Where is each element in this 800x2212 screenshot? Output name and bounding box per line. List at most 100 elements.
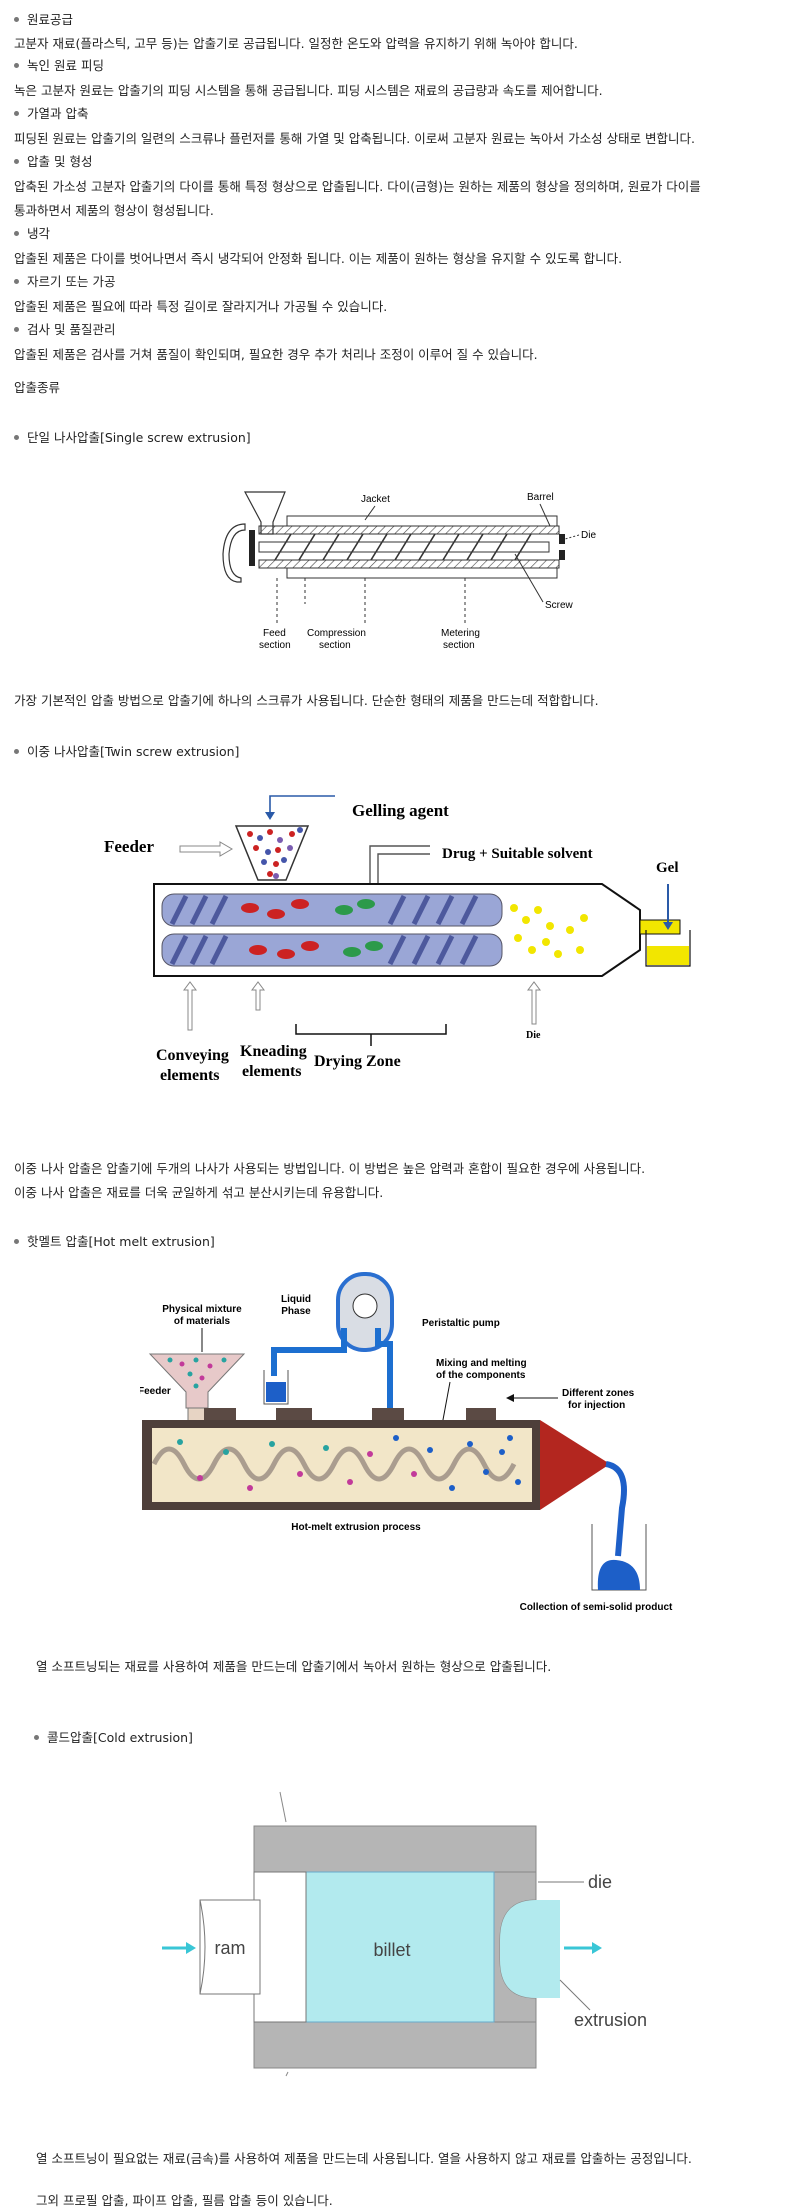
twin-screw-diagram: Gelling agent Feeder Drug + Suitable sol…	[104, 795, 691, 1084]
step-4-title: 압출 및 형성	[27, 154, 93, 169]
twin-screw-title-text: 이중 나사압출[Twin screw extrusion]	[27, 744, 240, 759]
arrowhead	[663, 922, 673, 930]
extruder-die-cone	[540, 1420, 610, 1510]
drive-plate	[249, 530, 255, 566]
step-5-title: 냉각	[27, 226, 51, 241]
twin-screw-desc-1: 이중 나사 압출은 압출기에 두개의 나사가 사용되는 방법입니다. 이 방법은…	[14, 1161, 646, 1176]
bullet-icon	[14, 279, 19, 284]
melt-particles	[177, 1435, 521, 1491]
leader-line	[564, 534, 580, 540]
arrowhead	[592, 1942, 602, 1954]
arrowhead	[506, 1394, 514, 1402]
label-feed: Feed	[263, 628, 286, 639]
feeder-arrow	[179, 841, 233, 857]
step-title: 가열과 압축	[14, 104, 88, 124]
label-ram: ram	[215, 1938, 246, 1958]
label-of-materials: of materials	[174, 1316, 231, 1327]
frame-line	[279, 1791, 287, 1823]
ram-plate	[253, 1871, 307, 2023]
label-liquid: Liquid	[281, 1294, 311, 1305]
kneading-arrow	[251, 981, 265, 1011]
bullet-icon	[14, 749, 19, 754]
label-feeder: Feeder	[104, 837, 154, 856]
step-title: 냉각	[14, 224, 50, 244]
gelling-arrow	[269, 795, 335, 816]
label-gelling-agent: Gelling agent	[352, 801, 449, 820]
step-desc: 피딩된 원료는 압출기의 일련의 스크류나 플런저를 통해 가열 및 압축됩니다…	[14, 131, 696, 146]
feeder-particles	[167, 1357, 227, 1389]
melt-stream	[605, 1461, 627, 1557]
screw-flights	[274, 533, 532, 561]
step-title: 자르기 또는 가공	[14, 272, 115, 292]
arrowhead	[186, 1942, 196, 1954]
label-die: Die	[526, 1030, 541, 1041]
label-drying-zone: Drying Zone	[314, 1053, 401, 1070]
solvent-pipe	[369, 845, 430, 884]
barrel-interior	[152, 1428, 532, 1502]
leader-line	[514, 553, 544, 603]
bullet-icon	[14, 231, 19, 236]
step-desc: 녹은 고분자 원료는 압출기의 피딩 시스템을 통해 공급됩니다. 피딩 시스템…	[14, 83, 603, 98]
label-billet: billet	[373, 1940, 410, 1960]
label-conveying: Conveying	[156, 1047, 229, 1064]
single-screw-title-text: 단일 나사압출[Single screw extrusion]	[27, 430, 251, 445]
label-metering: Metering	[441, 628, 480, 639]
twin-screw-title: 이중 나사압출[Twin screw extrusion]	[14, 742, 239, 762]
barrel-bottom	[258, 559, 560, 569]
drive-shape	[222, 523, 246, 583]
step-title: 원료공급	[14, 10, 73, 30]
arrowhead	[265, 812, 275, 820]
die-arrow	[527, 981, 541, 1025]
twin-screw-desc-2: 이중 나사 압출은 재료를 더욱 균일하게 섞고 분산시키는데 유용합니다.	[14, 1185, 384, 1200]
gel-container	[645, 930, 691, 967]
single-screw-diagram: Jacket Barrel Die Screw Feed section Com…	[222, 491, 596, 651]
section-lines	[276, 578, 466, 624]
conveying-arrow	[183, 981, 197, 1031]
solvent-pipe-inner	[377, 853, 430, 884]
leader-line	[559, 1979, 591, 2011]
extrusion-output	[536, 1900, 560, 1998]
jacket-shape	[286, 515, 558, 527]
label-mixing: Mixing and melting	[436, 1358, 527, 1369]
step-desc: 압출된 제품은 검사를 거쳐 품질이 확인되며, 필요한 경우 추가 처리나 조…	[14, 347, 538, 362]
cold-extrusion-title: 콜드압출[Cold extrusion]	[34, 1728, 193, 1748]
step-title: 압출 및 형성	[14, 152, 92, 172]
step-7-title: 검사 및 품질관리	[27, 322, 116, 337]
bullet-icon	[14, 1239, 19, 1244]
hot-melt-title: 핫멜트 압출[Hot melt extrusion]	[14, 1232, 215, 1252]
beaker-liquid	[266, 1382, 286, 1402]
step-desc: 압출된 제품은 다이를 벗어나면서 즉시 냉각되어 안정화 됩니다. 이는 제품…	[14, 251, 623, 266]
single-screw-title: 단일 나사압출[Single screw extrusion]	[14, 428, 251, 448]
frame-line	[285, 2071, 289, 2077]
label-process: Hot-melt extrusion process	[291, 1522, 421, 1533]
label-kneading-elements: elements	[242, 1063, 302, 1080]
single-screw-desc: 가장 기본적인 압출 방법으로 압출기에 하나의 스크류가 사용됩니다. 단순한…	[14, 693, 599, 708]
step-title: 검사 및 품질관리	[14, 320, 115, 340]
collected-product	[597, 1559, 640, 1590]
label-compression-section: section	[319, 640, 351, 651]
label-feeder: Feeder	[140, 1386, 171, 1397]
label-jacket: Jacket	[361, 494, 390, 505]
cold-extrusion-desc: 열 소프트닝이 필요없는 재료(금속)를 사용하여 제품을 만드는데 사용됩니다…	[36, 2151, 692, 2166]
step-2-title: 녹인 원료 피딩	[27, 58, 104, 73]
label-feed-section: section	[259, 640, 291, 651]
feeder-hopper	[234, 825, 310, 881]
hot-melt-screw	[151, 1446, 517, 1482]
hot-melt-desc: 열 소프트닝되는 재료를 사용하여 제품을 만드는데 압출기에서 녹아서 원하는…	[36, 1659, 552, 1674]
die-top	[253, 1825, 537, 1873]
jacket-bottom	[286, 567, 558, 579]
label-collection: Collection of semi-solid product	[520, 1602, 673, 1613]
barrel-port	[372, 1408, 404, 1420]
die-upper	[559, 534, 565, 544]
label-extrusion: extrusion	[574, 2010, 647, 2030]
label-kneading: Kneading	[240, 1043, 307, 1060]
bullet-icon	[14, 63, 19, 68]
drying-bracket	[295, 1024, 447, 1035]
types-heading: 압출종류	[14, 380, 61, 395]
liquid-tube	[271, 1328, 347, 1376]
bullet-icon	[14, 111, 19, 116]
label-conveying-elements: elements	[160, 1067, 220, 1084]
barrel-port	[276, 1408, 312, 1420]
screw-shaft	[258, 541, 550, 553]
label-different-zones: Different zones	[562, 1388, 635, 1399]
